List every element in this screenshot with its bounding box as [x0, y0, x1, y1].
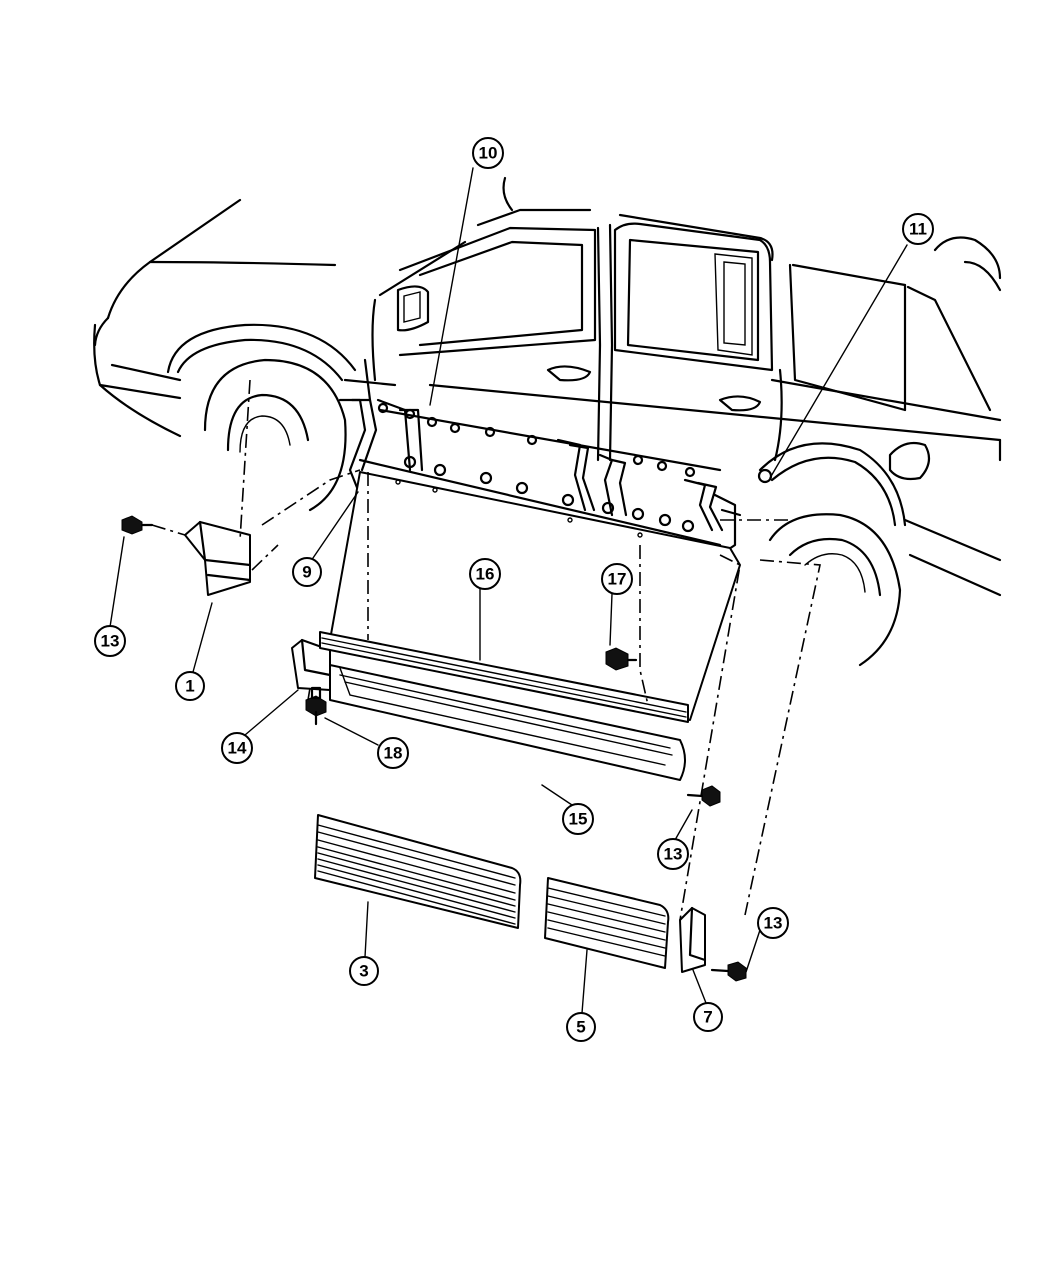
- rivet-fastener: [305, 686, 327, 726]
- callout-18: 18: [377, 737, 409, 769]
- svg-text:9: 9: [302, 563, 311, 582]
- part-front-fender-extension: [184, 520, 252, 596]
- callout-1: 1: [175, 671, 205, 701]
- installation-path-lines: [151, 379, 821, 921]
- screw-fastener-mid: [686, 785, 721, 807]
- push-pin-fastener: [605, 647, 638, 671]
- svg-text:17: 17: [608, 570, 627, 589]
- callout-17: 17: [601, 563, 633, 595]
- part-lower-molding: [329, 664, 686, 781]
- svg-text:13: 13: [101, 632, 120, 651]
- part-rear-door-molding: [544, 877, 670, 969]
- vehicle-body-outline: [93, 176, 1002, 667]
- svg-text:13: 13: [764, 914, 783, 933]
- svg-text:16: 16: [476, 565, 495, 584]
- screw-fastener-front: [121, 515, 154, 535]
- callout-15: 15: [562, 803, 594, 835]
- svg-text:11: 11: [909, 220, 927, 239]
- callout-14: 14: [221, 732, 253, 764]
- callout-16: 16: [469, 558, 501, 590]
- mounting-clips-row: [338, 398, 773, 557]
- svg-text:18: 18: [384, 744, 403, 763]
- callout-13-rear: 13: [757, 907, 789, 939]
- svg-text:5: 5: [576, 1018, 585, 1037]
- callout-5: 5: [566, 1012, 596, 1042]
- svg-text:14: 14: [228, 739, 247, 758]
- svg-text:13: 13: [664, 845, 683, 864]
- leader-lines: [109, 167, 908, 1014]
- part-rear-extension: [679, 906, 707, 973]
- callout-13-front: 13: [94, 625, 126, 657]
- callout-13-mid: 13: [657, 838, 689, 870]
- callout-7: 7: [693, 1002, 723, 1032]
- part-front-door-molding: [314, 814, 522, 929]
- callout-11: 11: [902, 213, 934, 245]
- svg-text:3: 3: [359, 962, 368, 981]
- svg-text:7: 7: [703, 1008, 712, 1027]
- svg-text:1: 1: [185, 677, 194, 696]
- callout-3: 3: [349, 956, 379, 986]
- screw-fastener-rear: [710, 961, 747, 982]
- part-upper-molding: [319, 631, 689, 723]
- svg-text:15: 15: [569, 810, 588, 829]
- svg-text:10: 10: [479, 144, 498, 163]
- callout-9: 9: [292, 557, 322, 587]
- callout-10: 10: [472, 137, 504, 169]
